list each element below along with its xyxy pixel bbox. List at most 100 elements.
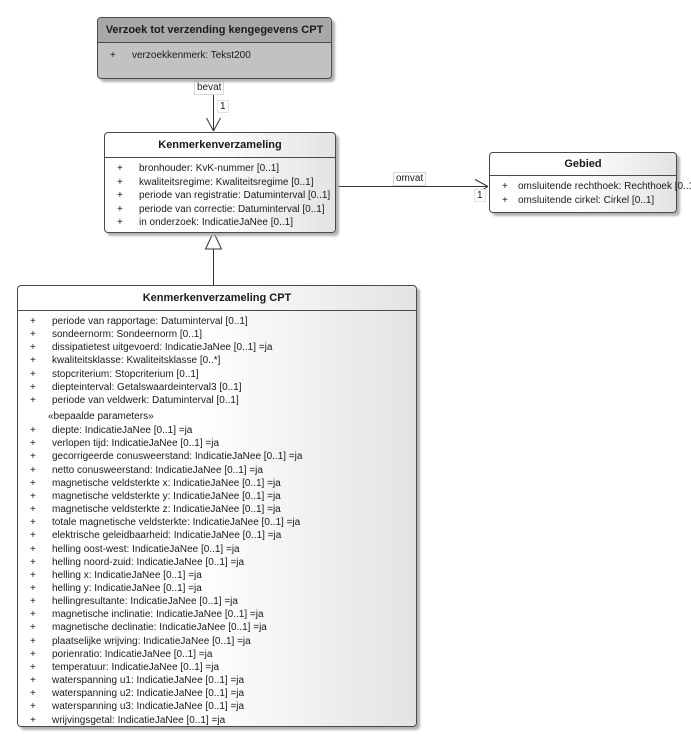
attribute-text: hellingresultante: IndicatieJaNee [0..1]… bbox=[52, 596, 238, 608]
attribute-text: periode van correctie: Datuminterval [0.… bbox=[139, 203, 325, 215]
attribute-text: verzoekkenmerk: Tekst200 bbox=[132, 50, 251, 61]
attribute-row: + hellingresultante: IndicatieJaNee [0..… bbox=[30, 595, 412, 608]
attribute-text: totale magnetische veldsterkte: Indicati… bbox=[52, 517, 301, 529]
attribute-text: helling y: IndicatieJaNee [0..1] =ja bbox=[52, 582, 202, 594]
attribute-text: helling x: IndicatieJaNee [0..1] =ja bbox=[52, 569, 202, 581]
visibility-marker: + bbox=[117, 203, 123, 215]
attribute-text: helling oost-west: IndicatieJaNee [0..1]… bbox=[52, 543, 240, 555]
generalization-triangle-icon bbox=[204, 230, 223, 250]
stereotype-label: «bepaalde parameters» bbox=[48, 411, 154, 423]
attribute-text: periode van registratie: Datuminterval [… bbox=[139, 190, 331, 201]
attribute-row: + diepte: IndicatieJaNee [0..1] =ja bbox=[30, 424, 412, 437]
attribute-text: in onderzoek: IndicatieJaNee [0..1] bbox=[139, 217, 293, 228]
visibility-marker: + bbox=[30, 661, 36, 673]
visibility-marker: + bbox=[30, 451, 36, 463]
visibility-marker: + bbox=[110, 50, 116, 61]
attribute-text: wrijvingsgetal: IndicatieJaNee [0..1] =j… bbox=[52, 714, 226, 726]
visibility-marker: + bbox=[30, 543, 36, 555]
visibility-marker: + bbox=[30, 368, 36, 380]
visibility-marker: + bbox=[30, 490, 36, 502]
attribute-text: waterspanning u1: IndicatieJaNee [0..1] … bbox=[52, 675, 245, 687]
attribute-row: + stopcriterium: Stopcriterium [0..1] bbox=[30, 368, 412, 381]
attribute-text: diepteinterval: Getalswaardeinterval3 [0… bbox=[52, 381, 242, 393]
visibility-marker: + bbox=[30, 556, 36, 568]
omvat-target-multiplicity: 1 bbox=[474, 189, 486, 202]
visibility-marker: + bbox=[30, 355, 36, 367]
attribute-row: + verzoekkenmerk: Tekst200 bbox=[110, 49, 327, 63]
attribute-text: magnetische veldsterkte z: IndicatieJaNe… bbox=[52, 504, 281, 516]
class-title: Verzoek tot verzending kengegevens CPT bbox=[98, 18, 331, 43]
visibility-marker: + bbox=[30, 609, 36, 621]
class-kenmerkenverzameling-cpt[interactable]: Kenmerkenverzameling CPT + periode van r… bbox=[17, 285, 417, 727]
attribute-text: temperatuur: IndicatieJaNee [0..1] =ja bbox=[52, 661, 220, 673]
attribute-row: + magnetische veldsterkte x: IndicatieJa… bbox=[30, 477, 412, 490]
attribute-text: helling noord-zuid: IndicatieJaNee [0..1… bbox=[52, 556, 245, 568]
attribute-text: magnetische declinatie: IndicatieJaNee [… bbox=[52, 622, 267, 634]
attribute-row: + wrijvingsgetal: IndicatieJaNee [0..1] … bbox=[30, 714, 412, 727]
attribute-text: porienratio: IndicatieJaNee [0..1] =ja bbox=[52, 648, 213, 660]
attribute-list: + verzoekkenmerk: Tekst200 bbox=[98, 43, 331, 63]
attribute-text: omsluitende cirkel: Cirkel [0..1] bbox=[518, 194, 655, 206]
class-verzoek-tot-verzending-kengegevens-cpt[interactable]: Verzoek tot verzending kengegevens CPT +… bbox=[97, 17, 332, 79]
visibility-marker: + bbox=[117, 163, 123, 174]
attribute-text: elektrische geleidbaarheid: IndicatieJaN… bbox=[52, 530, 282, 542]
visibility-marker: + bbox=[30, 675, 36, 687]
generalization-cpt[interactable] bbox=[204, 230, 223, 285]
attribute-list: + bronhouder: KvK-nummer [0..1] + kwalit… bbox=[105, 158, 335, 230]
open-arrowhead-bevat-icon bbox=[206, 117, 221, 132]
attribute-row: + bronhouder: KvK-nummer [0..1] bbox=[117, 162, 331, 176]
visibility-marker: + bbox=[30, 582, 36, 594]
attribute-row: + waterspanning u1: IndicatieJaNee [0..1… bbox=[30, 674, 412, 687]
class-title: Gebied bbox=[490, 153, 676, 176]
attribute-text: periode van rapportage: Datuminterval [0… bbox=[52, 316, 248, 327]
visibility-marker: + bbox=[30, 477, 36, 489]
attribute-text: netto conusweerstand: IndicatieJaNee [0.… bbox=[52, 464, 263, 476]
class-kenmerkenverzameling[interactable]: Kenmerkenverzameling + bronhouder: KvK-n… bbox=[104, 132, 336, 233]
visibility-marker: + bbox=[30, 381, 36, 393]
attribute-text: plaatselijke wrijving: IndicatieJaNee [0… bbox=[52, 635, 251, 647]
visibility-marker: + bbox=[30, 438, 36, 450]
visibility-marker: + bbox=[30, 530, 36, 542]
attribute-row: + magnetische declinatie: IndicatieJaNee… bbox=[30, 621, 412, 634]
attribute-row: + verlopen tijd: IndicatieJaNee [0..1] =… bbox=[30, 437, 412, 450]
attribute-row: + diepteinterval: Getalswaardeinterval3 … bbox=[30, 381, 412, 394]
attribute-text: magnetische veldsterkte y: IndicatieJaNe… bbox=[52, 490, 281, 502]
class-gebied[interactable]: Gebied + omsluitende rechthoek: Rechthoe… bbox=[489, 152, 691, 213]
attribute-row: + kwaliteitsklasse: Kwaliteitsklasse [0.… bbox=[30, 354, 412, 367]
attribute-text: sondeernorm: Sondeernorm [0..1] bbox=[52, 329, 203, 341]
visibility-marker: + bbox=[30, 701, 36, 713]
attribute-row: + magnetische veldsterkte z: IndicatieJa… bbox=[30, 503, 412, 516]
attribute-row: + sondeernorm: Sondeernorm [0..1] bbox=[30, 328, 412, 341]
visibility-marker: + bbox=[117, 176, 123, 188]
attribute-row: + waterspanning u2: IndicatieJaNee [0..1… bbox=[30, 687, 412, 700]
attribute-row: + periode van registratie: Datuminterval… bbox=[117, 189, 331, 203]
attribute-text: stopcriterium: Stopcriterium [0..1] bbox=[52, 368, 199, 380]
bevat-association-label: bevat bbox=[194, 81, 225, 95]
parameter-attribute-list: + diepte: IndicatieJaNee [0..1] =ja + ve… bbox=[30, 424, 412, 727]
attribute-list: + omsluitende rechthoek: Rechthoek [0..1… bbox=[490, 176, 691, 207]
visibility-marker: + bbox=[30, 316, 36, 327]
attribute-row: + helling y: IndicatieJaNee [0..1] =ja bbox=[30, 582, 412, 595]
visibility-marker: + bbox=[30, 635, 36, 647]
attribute-row: + magnetische veldsterkte y: IndicatieJa… bbox=[30, 490, 412, 503]
attribute-row: + periode van rapportage: Datuminterval … bbox=[30, 315, 412, 328]
attribute-row: + periode van veldwerk: Datuminterval [0… bbox=[30, 394, 412, 407]
visibility-marker: + bbox=[30, 517, 36, 529]
attribute-text: bronhouder: KvK-nummer [0..1] bbox=[139, 163, 280, 174]
attribute-row: + waterspanning u3: IndicatieJaNee [0..1… bbox=[30, 700, 412, 713]
attribute-row: + temperatuur: IndicatieJaNee [0..1] =ja bbox=[30, 661, 412, 674]
class-title: Kenmerkenverzameling bbox=[105, 133, 335, 158]
attribute-row: + omsluitende rechthoek: Rechthoek [0..1… bbox=[502, 180, 691, 194]
attribute-row: + magnetische inclinatie: IndicatieJaNee… bbox=[30, 608, 412, 621]
attribute-text: dissipatietest uitgevoerd: IndicatieJaNe… bbox=[52, 342, 273, 354]
visibility-marker: + bbox=[30, 425, 36, 437]
visibility-marker: + bbox=[30, 464, 36, 476]
attribute-text: gecorrigeerde conusweerstand: IndicatieJ… bbox=[52, 451, 303, 463]
visibility-marker: + bbox=[30, 342, 36, 354]
attribute-text: verlopen tijd: IndicatieJaNee [0..1] =ja bbox=[52, 438, 220, 450]
visibility-marker: + bbox=[502, 181, 508, 192]
attribute-row: + gecorrigeerde conusweerstand: Indicati… bbox=[30, 450, 412, 463]
attribute-row: + elektrische geleidbaarheid: IndicatieJ… bbox=[30, 529, 412, 542]
visibility-marker: + bbox=[30, 394, 36, 406]
